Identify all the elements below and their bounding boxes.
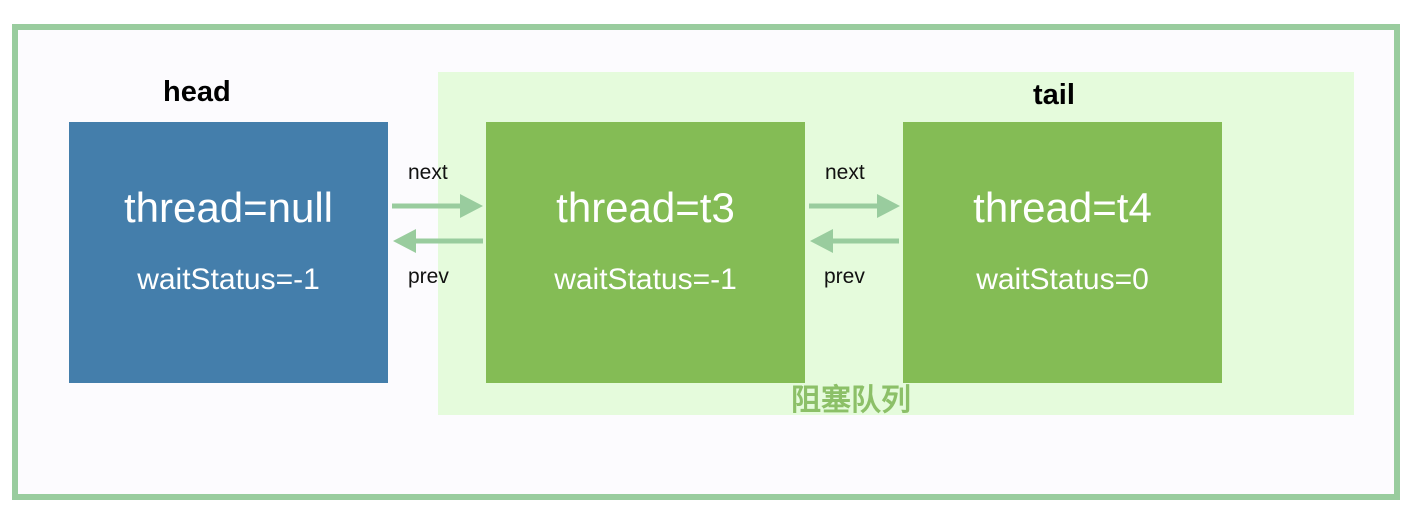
- node-thread: thread=null: [124, 184, 333, 231]
- tail-label: tail: [1033, 79, 1075, 111]
- prev-label: prev: [824, 265, 865, 288]
- next-arrow: [809, 194, 900, 218]
- node-thread: thread=t4: [973, 184, 1152, 231]
- blocking-queue-label: 阻塞队列: [791, 384, 911, 417]
- node-wait-status: waitStatus=-1: [554, 263, 737, 296]
- prev-label: prev: [408, 265, 449, 288]
- node-t4: thread=t4 waitStatus=0: [903, 122, 1222, 383]
- prev-arrow: [810, 229, 899, 253]
- next-arrow: [392, 194, 483, 218]
- next-label: next: [825, 161, 865, 184]
- node-wait-status: waitStatus=0: [976, 263, 1149, 296]
- next-label: next: [408, 161, 448, 184]
- node-head: thread=null waitStatus=-1: [69, 122, 388, 383]
- head-label: head: [163, 76, 231, 108]
- node-wait-status: waitStatus=-1: [137, 263, 320, 296]
- node-thread: thread=t3: [556, 184, 735, 231]
- prev-arrow: [393, 229, 483, 253]
- node-t3: thread=t3 waitStatus=-1: [486, 122, 805, 383]
